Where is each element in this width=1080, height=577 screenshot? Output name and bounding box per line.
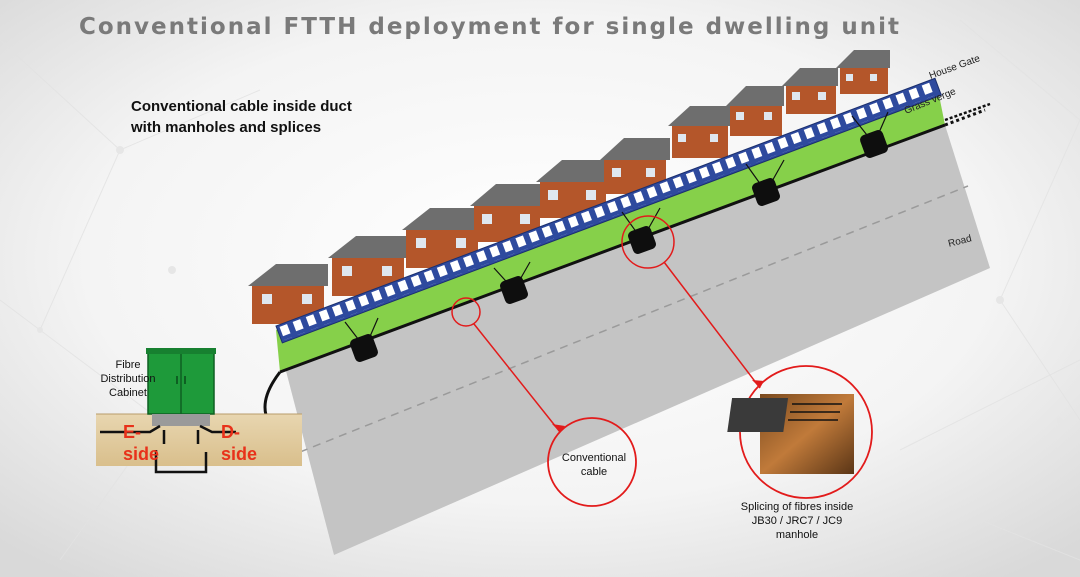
e-side-line: E- [123, 422, 141, 442]
splicing-label-line: manhole [775, 529, 819, 541]
cable-arrowhead [552, 424, 565, 432]
splicing-label-line: JB30 / JRC7 / JC9 [751, 515, 843, 527]
cabinet-label-line: Fibre [115, 359, 141, 371]
e-side-label: E- side [123, 421, 159, 465]
cable-extension [944, 108, 986, 127]
conventional-cable-label-line: Conventional [561, 452, 627, 464]
d-side-label: D- side [221, 421, 257, 465]
d-side-line: side [221, 444, 258, 464]
main-cable [279, 123, 946, 374]
cabinet-label: Fibre Distribution Cabinet [96, 358, 160, 400]
conventional-cable-callout [451, 297, 637, 507]
d-side-line: D- [221, 422, 240, 442]
cabinet-label-line: Distribution [100, 373, 156, 385]
manhole-photo [727, 394, 854, 474]
road-centre-line [299, 185, 969, 453]
splice-arrowhead [752, 380, 764, 388]
conventional-cable-label: Conventional cable [552, 451, 636, 479]
e-side-line: side [123, 444, 160, 464]
cabinet-label-line: Cabinet [109, 387, 147, 399]
subtitle-line: with manholes and splices [131, 119, 322, 136]
manholes [350, 130, 888, 362]
e-d-side-cables [100, 424, 236, 474]
conventional-cable-label-line: cable [580, 466, 608, 478]
diagram-subtitle: Conventional cable inside duct with manh… [131, 96, 352, 138]
fibre-distribution-cabinet [146, 348, 216, 426]
splicing-label-line: Splicing of fibres inside [740, 501, 854, 513]
page-title: Conventional FTTH deployment for single … [79, 14, 901, 40]
road [280, 125, 990, 555]
houses [248, 50, 890, 324]
subtitle-line: Conventional cable inside duct [131, 98, 352, 115]
house-gate-fence [275, 77, 942, 344]
splicing-label: Splicing of fibres inside JB30 / JRC7 / … [722, 500, 872, 542]
